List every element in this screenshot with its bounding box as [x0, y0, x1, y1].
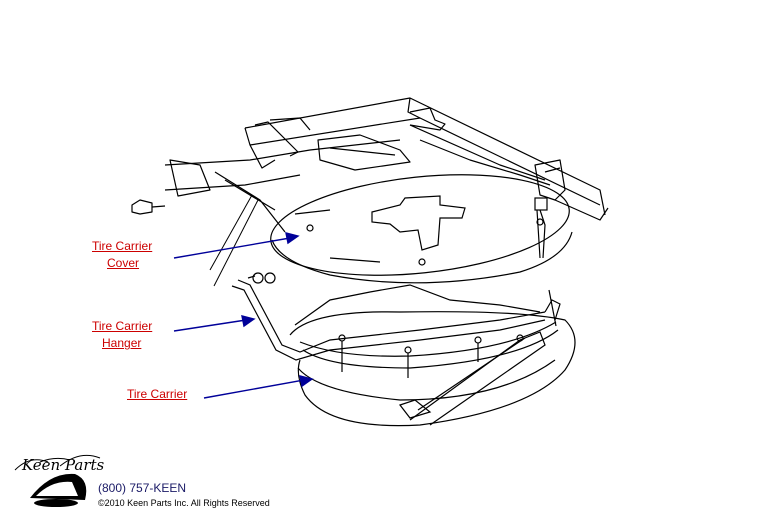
cover-arrow: [173, 237, 291, 259]
tire-carrier-hanger-drawing: [231, 197, 561, 361]
hanger-arrow: [173, 319, 247, 332]
hanger-arrow-head: [241, 315, 256, 328]
callout-arrows: [173, 232, 314, 399]
copyright-notice: ©2010 Keen Parts Inc. All Rights Reserve…: [98, 498, 270, 508]
phone-number: (800) 757-KEEN: [98, 481, 187, 495]
tire-carrier-cover-drawing: [270, 174, 573, 284]
callout-tire-carrier-cover[interactable]: Tire Carrier Cover: [92, 238, 152, 272]
callout-carrier-line1: Tire Carrier: [127, 387, 188, 401]
carrier-arrow: [203, 379, 305, 399]
carrier-arrow-head: [299, 375, 314, 388]
cover-arrow-head: [285, 232, 300, 245]
keen-parts-logo: Keen Parts: [14, 454, 105, 507]
frame-line-art: [131, 97, 609, 233]
svg-text:Keen Parts: Keen Parts: [21, 456, 105, 474]
callout-tire-carrier[interactable]: Tire Carrier: [127, 386, 187, 403]
callout-leader-lines: [209, 194, 259, 287]
callout-cover-line1: Tire Carrier: [92, 239, 153, 253]
callout-hanger-line1: Tire Carrier: [92, 319, 153, 333]
callout-cover-line2: Cover: [107, 256, 140, 270]
callout-tire-carrier-hanger[interactable]: Tire Carrier Hanger: [92, 318, 152, 352]
callout-hanger-line2: Hanger: [102, 336, 142, 350]
tire-carrier-drawing: [289, 289, 576, 427]
